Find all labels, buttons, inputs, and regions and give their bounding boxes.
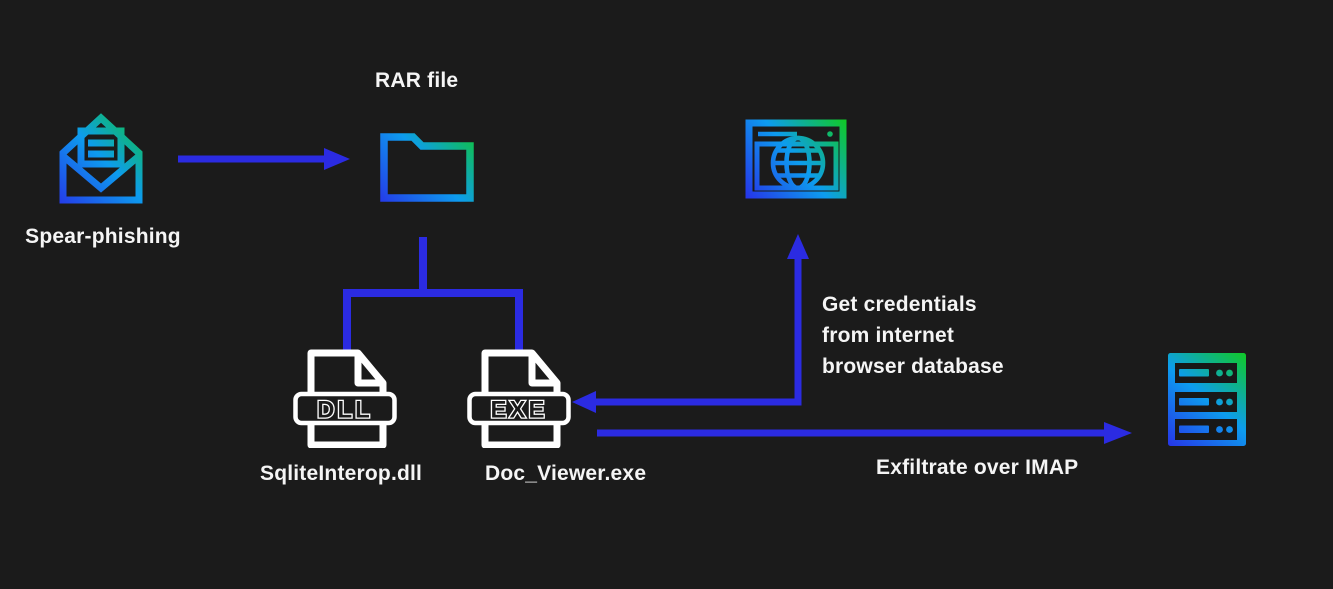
dll-file-label: SqliteInterop.dll xyxy=(260,462,423,485)
open-email-icon xyxy=(59,113,143,204)
exe-file-icon: EXE xyxy=(467,349,571,448)
browser-globe-icon xyxy=(745,119,847,199)
arrow-exfiltrate xyxy=(597,422,1132,444)
rar-file-label: RAR file xyxy=(375,69,459,92)
arrow-exe-browser xyxy=(572,234,809,413)
arrow-phishing-to-rar xyxy=(178,148,350,170)
get-credentials-annotation: Get credentials from internet browser da… xyxy=(822,289,1004,382)
exe-badge-text: EXE xyxy=(490,397,547,424)
spear-phishing-label: Spear-phishing xyxy=(25,225,181,248)
dll-badge-text: DLL xyxy=(317,397,373,424)
get-credentials-line2: from internet xyxy=(822,324,955,347)
get-credentials-line1: Get credentials xyxy=(822,293,977,316)
folder-icon xyxy=(380,133,474,202)
server-icon xyxy=(1168,353,1246,446)
exe-file-label: Doc_Viewer.exe xyxy=(485,462,647,485)
exfiltrate-label: Exfiltrate over IMAP xyxy=(876,456,1079,479)
rar-branch-connector xyxy=(343,237,523,352)
get-credentials-line3: browser database xyxy=(822,355,1004,378)
dll-file-icon: DLL xyxy=(293,349,397,448)
